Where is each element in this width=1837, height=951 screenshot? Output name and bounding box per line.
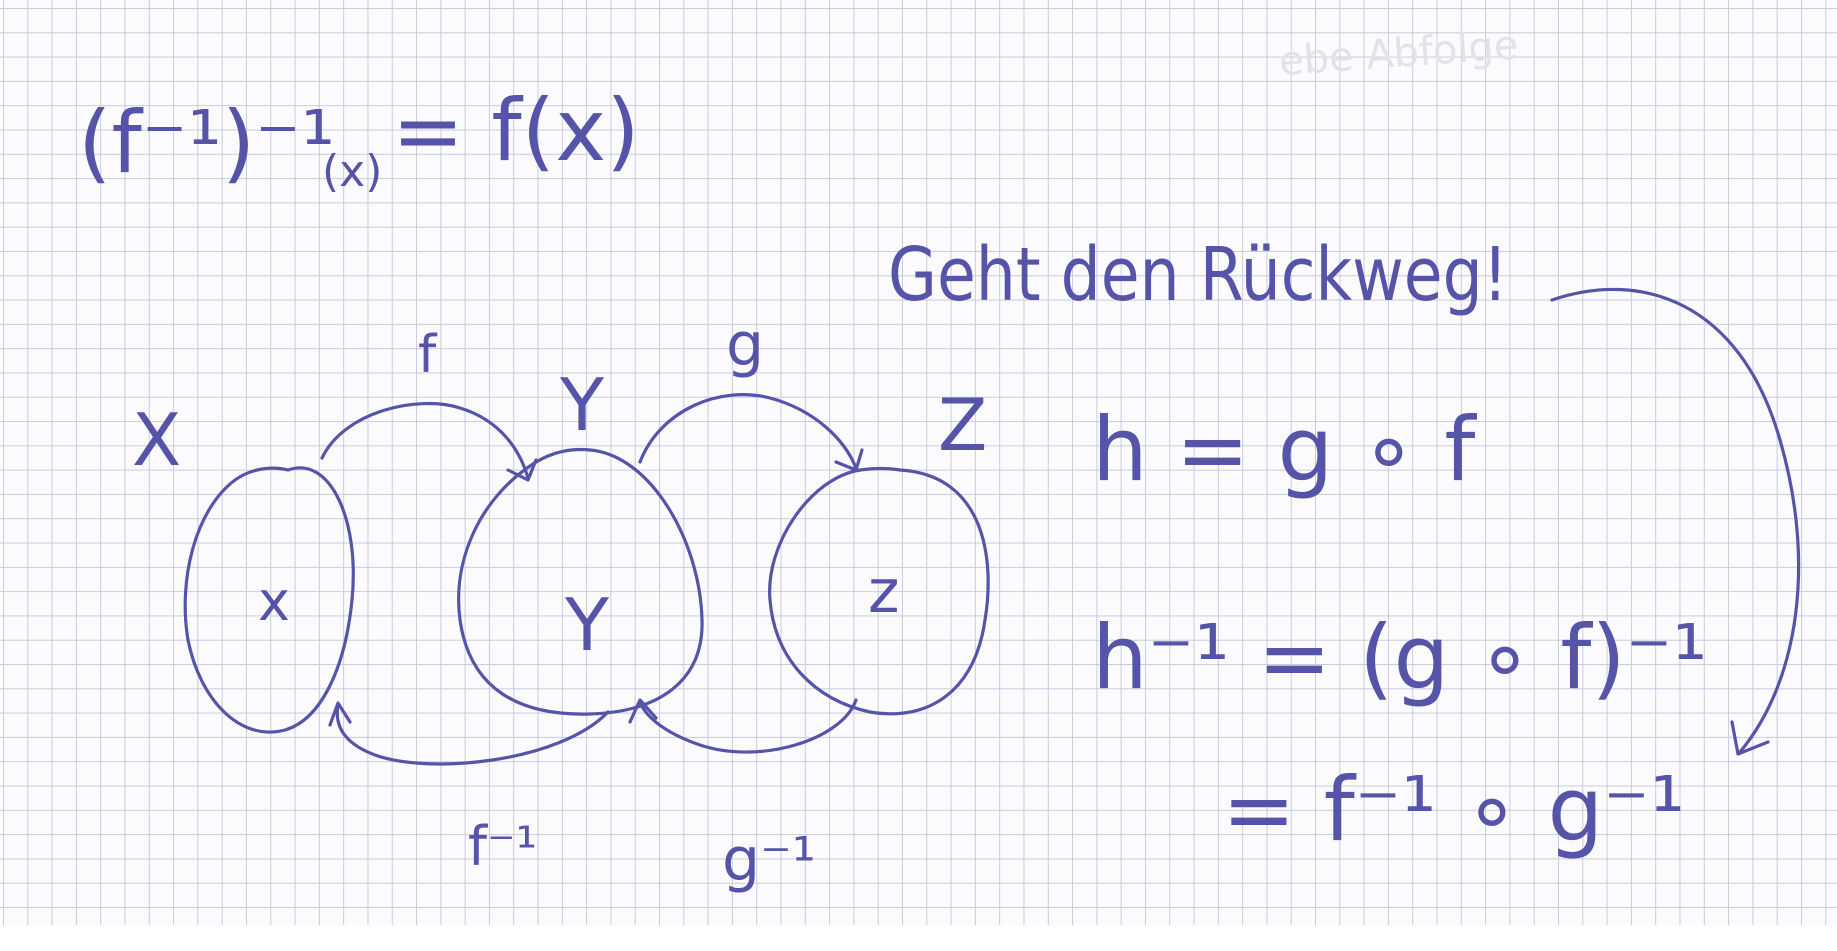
arrow-label-f: f — [418, 325, 438, 385]
h-inverse-definition: h⁻¹ = (g ∘ f)⁻¹ — [1092, 606, 1707, 709]
heading-text: Geht den Rückweg! — [888, 232, 1508, 318]
set-y-blob — [457, 447, 704, 716]
arrow-f-inverse: f⁻¹ — [328, 701, 610, 878]
inverse-identity-rhs: = f(x) — [392, 81, 640, 181]
set-x-blob — [183, 466, 355, 734]
arrow-f: f — [320, 325, 538, 482]
set-label-x: X — [132, 398, 181, 482]
set-z-blob — [768, 466, 990, 716]
element-label-x: x — [258, 570, 290, 633]
arrow-g-inverse: g⁻¹ — [628, 698, 858, 895]
inverse-identity-lhs: (f⁻¹)⁻¹ — [78, 93, 335, 193]
rueckweg-arrow — [1550, 287, 1801, 756]
element-label-z: z — [868, 557, 900, 627]
arrow-g: g — [638, 310, 864, 472]
set-label-y: Y — [559, 363, 605, 447]
h-definition: h = g ∘ f — [1092, 398, 1477, 501]
arrow-label-f-inverse: f⁻¹ — [468, 815, 537, 878]
h-inverse-result: = f⁻¹ ∘ g⁻¹ — [1222, 758, 1685, 861]
inverse-identity-arg: (x) — [322, 146, 382, 197]
arrow-label-g: g — [726, 310, 764, 380]
arrow-label-g-inverse: g⁻¹ — [722, 825, 816, 895]
set-label-z: Z — [938, 383, 987, 467]
paper-edge — [0, 925, 1837, 951]
element-label-y: Y — [564, 583, 610, 667]
inverse-identity-formula: (f⁻¹)⁻¹ (x) = f(x) — [78, 81, 640, 197]
ghost-text: ebe Abfolge — [1277, 22, 1519, 85]
